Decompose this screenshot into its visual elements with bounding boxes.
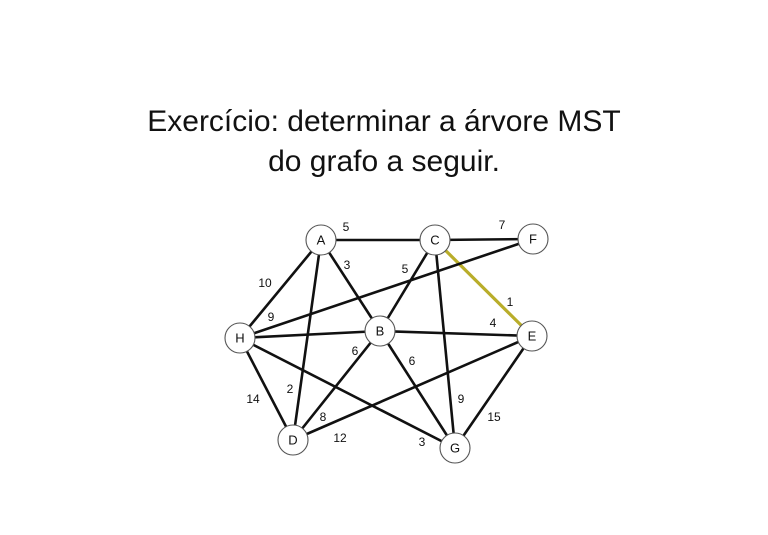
edges-layer xyxy=(238,237,535,450)
edge-weight-f-h: 9 xyxy=(268,310,275,324)
edge-weight-b-d: 8 xyxy=(320,410,327,424)
node-label-f: F xyxy=(529,231,537,246)
edge-weight-a-c: 5 xyxy=(343,220,350,234)
node-circle-b xyxy=(364,315,396,347)
node-label-e: E xyxy=(528,328,537,343)
node-label-d: D xyxy=(288,432,297,447)
node-f: F xyxy=(517,223,549,255)
edge-h-g xyxy=(238,336,457,450)
nodes-layer: A C F H B E D G xyxy=(224,223,549,464)
node-g: G xyxy=(439,432,471,464)
edge-b-d xyxy=(291,329,382,442)
node-c: C xyxy=(419,224,451,256)
node-b: B xyxy=(364,315,396,347)
edge-b-e xyxy=(378,329,534,338)
node-d: D xyxy=(277,424,309,456)
node-circle-f xyxy=(517,223,549,255)
edge-c-e xyxy=(433,238,534,338)
edge-c-b xyxy=(378,238,437,333)
node-circle-d xyxy=(277,424,309,456)
weights-layer: 5 7 10 3 2 5 1 9 9 6 14 3 4 8 6 12 15 xyxy=(246,218,513,449)
edge-weight-c-e: 1 xyxy=(507,295,514,309)
node-h: H xyxy=(224,322,256,354)
edge-h-b xyxy=(238,329,382,340)
edge-weight-h-d: 14 xyxy=(246,392,260,406)
node-circle-e xyxy=(516,320,548,352)
edge-weight-h-g: 3 xyxy=(419,435,426,449)
edge-e-g xyxy=(453,334,534,450)
node-label-c: C xyxy=(430,232,439,247)
edge-c-g xyxy=(433,238,457,450)
edge-b-g xyxy=(378,329,457,450)
node-e: E xyxy=(516,320,548,352)
edge-weight-h-b: 6 xyxy=(352,344,359,358)
edge-weight-a-d: 2 xyxy=(287,382,294,396)
edge-weight-b-g: 6 xyxy=(409,354,416,368)
edge-weight-e-g: 15 xyxy=(487,410,501,424)
edge-h-d xyxy=(238,336,295,442)
edge-a-d xyxy=(291,238,323,442)
node-label-h: H xyxy=(235,330,244,345)
node-circle-g xyxy=(439,432,471,464)
edge-weight-c-b: 5 xyxy=(402,262,409,276)
edge-weight-b-e: 4 xyxy=(490,316,497,330)
node-circle-c xyxy=(419,224,451,256)
slide-title-line-1: Exercício: determinar a árvore MST xyxy=(147,105,621,138)
node-label-g: G xyxy=(450,440,460,455)
edge-e-d xyxy=(291,334,534,442)
edge-f-h xyxy=(238,237,535,340)
slide-title-line-2: do grafo a seguir. xyxy=(268,145,500,178)
node-circle-h xyxy=(224,322,256,354)
node-circle-a xyxy=(305,224,337,256)
edge-weight-a-h: 10 xyxy=(258,276,272,290)
node-label-a: A xyxy=(317,232,326,247)
edge-a-b xyxy=(319,238,382,333)
node-label-b: B xyxy=(376,323,385,338)
edge-weight-a-b: 3 xyxy=(344,258,351,272)
edge-weight-e-d: 12 xyxy=(333,431,347,445)
edge-c-f xyxy=(433,237,535,242)
edge-a-h xyxy=(238,238,323,340)
node-a: A xyxy=(305,224,337,256)
edge-weight-c-f: 7 xyxy=(499,218,506,232)
edge-weight-c-g: 9 xyxy=(458,392,465,406)
